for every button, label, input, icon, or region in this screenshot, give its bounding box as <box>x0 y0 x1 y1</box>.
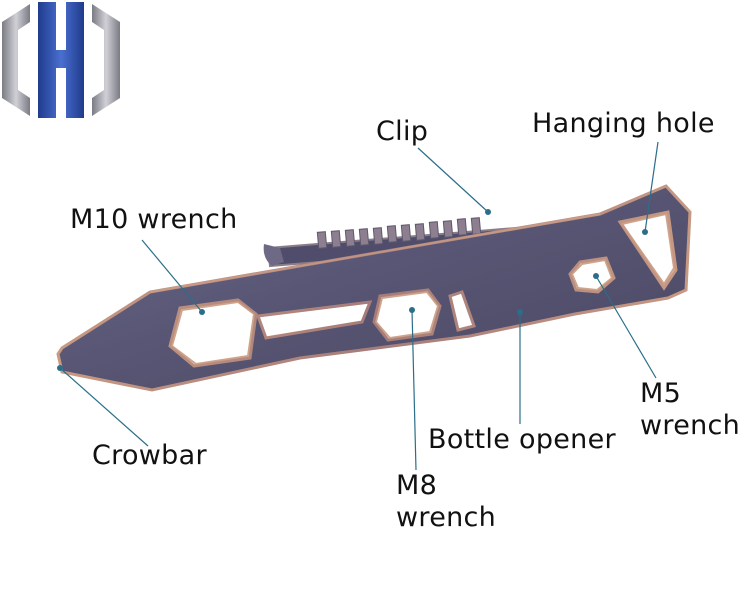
callout-label-crowbar: Crowbar <box>92 440 207 471</box>
callout-line-clip <box>417 147 489 213</box>
callout-line-m5 <box>595 275 657 379</box>
callout-line-m10 <box>141 239 203 313</box>
callout-line-crowbar <box>59 367 149 447</box>
callout-label-clip: Clip <box>376 116 429 147</box>
callout-line-hanging-hole <box>644 141 659 233</box>
clip-grip-teeth <box>316 217 482 249</box>
callout-label-m8-wrench: M8 wrench <box>396 470 497 534</box>
callout-label-hanging-hole: Hanging hole <box>532 108 715 139</box>
callout-lines <box>57 141 659 471</box>
callout-label-bottle-opener: Bottle opener <box>428 424 616 455</box>
callout-label-m10-wrench: M10 wrench <box>70 204 238 235</box>
callout-line-m8 <box>411 309 417 471</box>
callout-label-m5-wrench: M5 wrench <box>640 378 741 442</box>
h-bracket-logo-icon <box>2 2 120 118</box>
edc-tool-body <box>56 184 692 392</box>
